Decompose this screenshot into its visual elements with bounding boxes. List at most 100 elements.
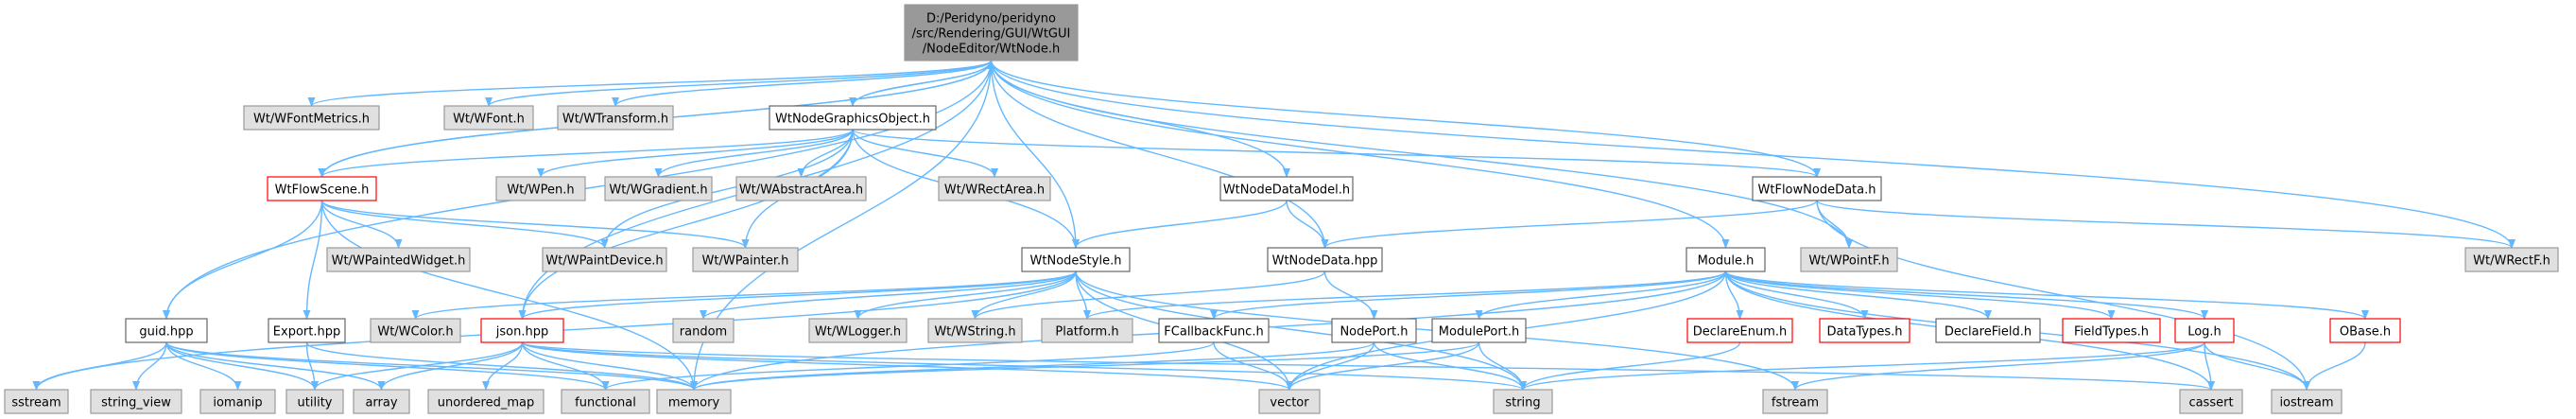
node-wpaintdevice[interactable]: Wt/WPaintDevice.h: [542, 247, 667, 272]
node-box-wgradient[interactable]: [604, 176, 713, 201]
node-array[interactable]: array: [353, 389, 410, 414]
node-box-memory[interactable]: [656, 389, 732, 414]
node-iomanip[interactable]: iomanip: [199, 389, 276, 414]
node-iostream[interactable]: iostream: [2271, 389, 2343, 414]
node-box-utility[interactable]: [285, 389, 344, 414]
node-box-wstring[interactable]: [927, 318, 1023, 343]
node-wlogger[interactable]: Wt/WLogger.h: [808, 318, 908, 343]
node-box-wtflowscene[interactable]: [267, 176, 377, 201]
node-functional[interactable]: functional: [561, 389, 650, 414]
node-box-string_view[interactable]: [90, 389, 182, 414]
node-box-wpen[interactable]: [495, 176, 586, 201]
node-wtnodestyle[interactable]: WtNodeStyle.h: [1021, 247, 1131, 272]
node-wcolor[interactable]: Wt/WColor.h: [370, 318, 461, 343]
node-box-wtnodedatamodel[interactable]: [1219, 176, 1354, 201]
node-box-unordered_map[interactable]: [427, 389, 545, 414]
node-box-fcallbackfunc[interactable]: [1158, 318, 1270, 343]
node-wfontmetrics[interactable]: Wt/WFontMetrics.h: [243, 105, 380, 131]
node-box-wtnodedatahpp[interactable]: [1267, 247, 1383, 272]
node-box-declarefield[interactable]: [1935, 318, 2041, 343]
node-box-wtnodegraphicsobject[interactable]: [769, 105, 937, 131]
node-wtflowscene[interactable]: WtFlowScene.h: [267, 176, 377, 201]
node-wpainter[interactable]: Wt/WPainter.h: [692, 247, 799, 272]
node-box-iomanip[interactable]: [199, 389, 276, 414]
node-box-wrectf[interactable]: [2464, 247, 2559, 272]
node-wtflownodedata[interactable]: WtFlowNodeData.h: [1752, 176, 1882, 201]
node-wabstractarea[interactable]: Wt/WAbstractArea.h: [735, 176, 867, 201]
node-fstream[interactable]: fstream: [1762, 389, 1828, 414]
node-unordered_map[interactable]: unordered_map: [427, 389, 545, 414]
node-wtnodedatahpp[interactable]: WtNodeData.hpp: [1267, 247, 1383, 272]
node-box-wtnodestyle[interactable]: [1021, 247, 1131, 272]
node-box-nodeport[interactable]: [1331, 318, 1417, 343]
node-module[interactable]: Module.h: [1686, 247, 1766, 272]
node-box-wcolor[interactable]: [370, 318, 461, 343]
node-box-moduleport[interactable]: [1431, 318, 1527, 343]
node-cassert[interactable]: cassert: [2179, 389, 2243, 414]
node-box-module[interactable]: [1686, 247, 1766, 272]
node-declareenum[interactable]: DeclareEnum.h: [1686, 318, 1793, 343]
node-box-functional[interactable]: [561, 389, 650, 414]
node-nodeport[interactable]: NodePort.h: [1331, 318, 1417, 343]
node-wstring[interactable]: Wt/WString.h: [927, 318, 1023, 343]
node-box-guid[interactable]: [125, 318, 208, 343]
node-json[interactable]: json.hpp: [480, 318, 564, 343]
node-root[interactable]: D:/Peridyno/peridyno/src/Rendering/GUI/W…: [904, 4, 1079, 61]
node-declarefield[interactable]: DeclareField.h: [1935, 318, 2041, 343]
node-box-declareenum[interactable]: [1686, 318, 1793, 343]
node-box-log[interactable]: [2174, 318, 2235, 343]
node-wtnodegraphicsobject[interactable]: WtNodeGraphicsObject.h: [769, 105, 937, 131]
node-wfont[interactable]: Wt/WFont.h: [443, 105, 534, 131]
node-box-wfontmetrics[interactable]: [243, 105, 380, 131]
node-vector[interactable]: vector: [1258, 389, 1321, 414]
node-moduleport[interactable]: ModulePort.h: [1431, 318, 1527, 343]
node-utility[interactable]: utility: [285, 389, 344, 414]
node-box-datatypes[interactable]: [1819, 318, 1910, 343]
node-box-wpointf[interactable]: [1800, 247, 1898, 272]
node-box-sstream[interactable]: [4, 389, 69, 414]
node-wrectarea[interactable]: Wt/WRectArea.h: [938, 176, 1051, 201]
node-memory[interactable]: memory: [656, 389, 732, 414]
node-box-random[interactable]: [672, 318, 735, 343]
node-box-wrectarea[interactable]: [938, 176, 1051, 201]
node-platform[interactable]: Platform.h: [1041, 318, 1133, 343]
node-box-root[interactable]: [904, 4, 1079, 61]
node-box-wpaintedwidget[interactable]: [326, 247, 471, 272]
node-wgradient[interactable]: Wt/WGradient.h: [604, 176, 713, 201]
node-fcallbackfunc[interactable]: FCallbackFunc.h: [1158, 318, 1270, 343]
node-guid[interactable]: guid.hpp: [125, 318, 208, 343]
node-box-wlogger[interactable]: [808, 318, 908, 343]
node-wpaintedwidget[interactable]: Wt/WPaintedWidget.h: [326, 247, 471, 272]
node-random[interactable]: random: [672, 318, 735, 343]
node-box-platform[interactable]: [1041, 318, 1133, 343]
node-box-obase[interactable]: [2329, 318, 2401, 343]
node-box-wabstractarea[interactable]: [735, 176, 867, 201]
node-box-string[interactable]: [1493, 389, 1553, 414]
node-string[interactable]: string: [1493, 389, 1553, 414]
node-wrectf[interactable]: Wt/WRectF.h: [2464, 247, 2559, 272]
node-box-array[interactable]: [353, 389, 410, 414]
node-sstream[interactable]: sstream: [4, 389, 69, 414]
node-wpointf[interactable]: Wt/WPointF.h: [1800, 247, 1898, 272]
node-box-fstream[interactable]: [1762, 389, 1828, 414]
node-box-wpainter[interactable]: [692, 247, 799, 272]
node-wpen[interactable]: Wt/WPen.h: [495, 176, 586, 201]
node-box-cassert[interactable]: [2179, 389, 2243, 414]
node-box-export[interactable]: [268, 318, 346, 343]
node-log[interactable]: Log.h: [2174, 318, 2235, 343]
node-box-wtransform[interactable]: [557, 105, 674, 131]
node-box-iostream[interactable]: [2271, 389, 2343, 414]
node-box-vector[interactable]: [1258, 389, 1321, 414]
node-wtnodedatamodel[interactable]: WtNodeDataModel.h: [1219, 176, 1354, 201]
node-box-json[interactable]: [480, 318, 564, 343]
node-datatypes[interactable]: DataTypes.h: [1819, 318, 1910, 343]
node-box-wtflownodedata[interactable]: [1752, 176, 1882, 201]
node-export[interactable]: Export.hpp: [268, 318, 346, 343]
node-obase[interactable]: OBase.h: [2329, 318, 2401, 343]
node-box-wfont[interactable]: [443, 105, 534, 131]
node-fieldtypes[interactable]: FieldTypes.h: [2062, 318, 2161, 343]
node-string_view[interactable]: string_view: [90, 389, 182, 414]
node-box-wpaintdevice[interactable]: [542, 247, 667, 272]
node-wtransform[interactable]: Wt/WTransform.h: [557, 105, 674, 131]
node-box-fieldtypes[interactable]: [2062, 318, 2161, 343]
